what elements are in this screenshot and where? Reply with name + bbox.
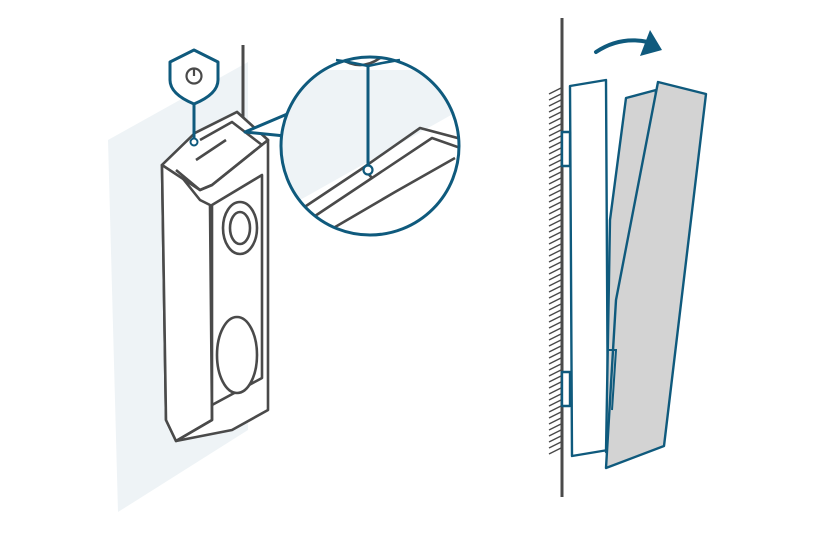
hatch-stroke — [548, 333, 562, 341]
hatch-stroke — [548, 171, 562, 179]
hatch-stroke — [548, 285, 562, 293]
hatch-stroke — [548, 357, 562, 365]
hatch-stroke — [548, 399, 562, 407]
hatch-stroke — [548, 411, 562, 419]
hatch-stroke — [548, 429, 562, 437]
hatch-stroke — [548, 243, 562, 251]
shield-icon — [168, 48, 220, 147]
hatch-stroke — [548, 351, 562, 359]
hatch-stroke — [548, 267, 562, 275]
left-panel — [108, 45, 461, 512]
hatch-stroke — [548, 195, 562, 203]
hatch-stroke — [548, 309, 562, 317]
hatch-stroke — [548, 297, 562, 305]
hatch-stroke — [548, 219, 562, 227]
hatch-stroke — [548, 387, 562, 395]
hatch-stroke — [548, 183, 562, 191]
hatch-stroke — [548, 291, 562, 299]
hatch-stroke — [548, 249, 562, 257]
doorbell-front-cover — [604, 80, 708, 470]
hatch-stroke — [548, 345, 562, 353]
hatch-stroke — [548, 159, 562, 167]
hatch-stroke — [548, 135, 562, 143]
hatch-stroke — [548, 147, 562, 155]
hatch-stroke — [548, 321, 562, 329]
hatch-stroke — [548, 123, 562, 131]
hatch-stroke — [548, 435, 562, 443]
hatch-stroke — [548, 141, 562, 149]
hatch-stroke — [548, 405, 562, 413]
hatch-stroke — [548, 231, 562, 239]
hatch-stroke — [548, 279, 562, 287]
hatch-stroke — [548, 165, 562, 173]
hatch-stroke — [548, 363, 562, 371]
hatch-stroke — [548, 201, 562, 209]
hatch-stroke — [548, 261, 562, 269]
zoom-detail — [279, 55, 461, 237]
hatch-stroke — [548, 273, 562, 281]
hatch-stroke — [548, 381, 562, 389]
hatch-stroke — [548, 339, 562, 347]
hatch-stroke — [548, 225, 562, 233]
doorbell-front — [160, 163, 214, 443]
hatch-stroke — [548, 375, 562, 383]
hatch-stroke — [548, 87, 562, 95]
hatch-stroke — [548, 369, 562, 377]
hatch-stroke — [548, 153, 562, 161]
camera-lens-inner — [228, 210, 252, 246]
hatch-stroke — [548, 99, 562, 107]
hatch-stroke — [548, 93, 562, 101]
hatch-stroke — [548, 447, 562, 455]
hatch-stroke — [548, 315, 562, 323]
hatch-stroke — [548, 417, 562, 425]
release-pin-hole — [189, 137, 199, 147]
hatch-stroke — [548, 189, 562, 197]
mounting-bracket — [560, 78, 610, 458]
curved-arrow-icon — [594, 30, 662, 56]
hatch-stroke — [548, 237, 562, 245]
hatch-stroke — [548, 207, 562, 215]
hatch-stroke — [548, 117, 562, 125]
hatch-stroke — [548, 255, 562, 263]
hatch-stroke — [548, 303, 562, 311]
doorbell-button — [215, 315, 259, 395]
hatch-stroke — [548, 393, 562, 401]
doorbell-device — [160, 110, 270, 443]
right-panel — [548, 18, 708, 497]
hatch-stroke — [548, 327, 562, 335]
hatch-stroke — [548, 213, 562, 221]
hatch-stroke — [548, 105, 562, 113]
hatch-stroke — [548, 177, 562, 185]
hatch-stroke — [548, 423, 562, 431]
hatch-stroke — [548, 111, 562, 119]
hatch-stroke — [548, 441, 562, 449]
hatch-stroke — [548, 129, 562, 137]
wall-hatching — [548, 87, 562, 455]
